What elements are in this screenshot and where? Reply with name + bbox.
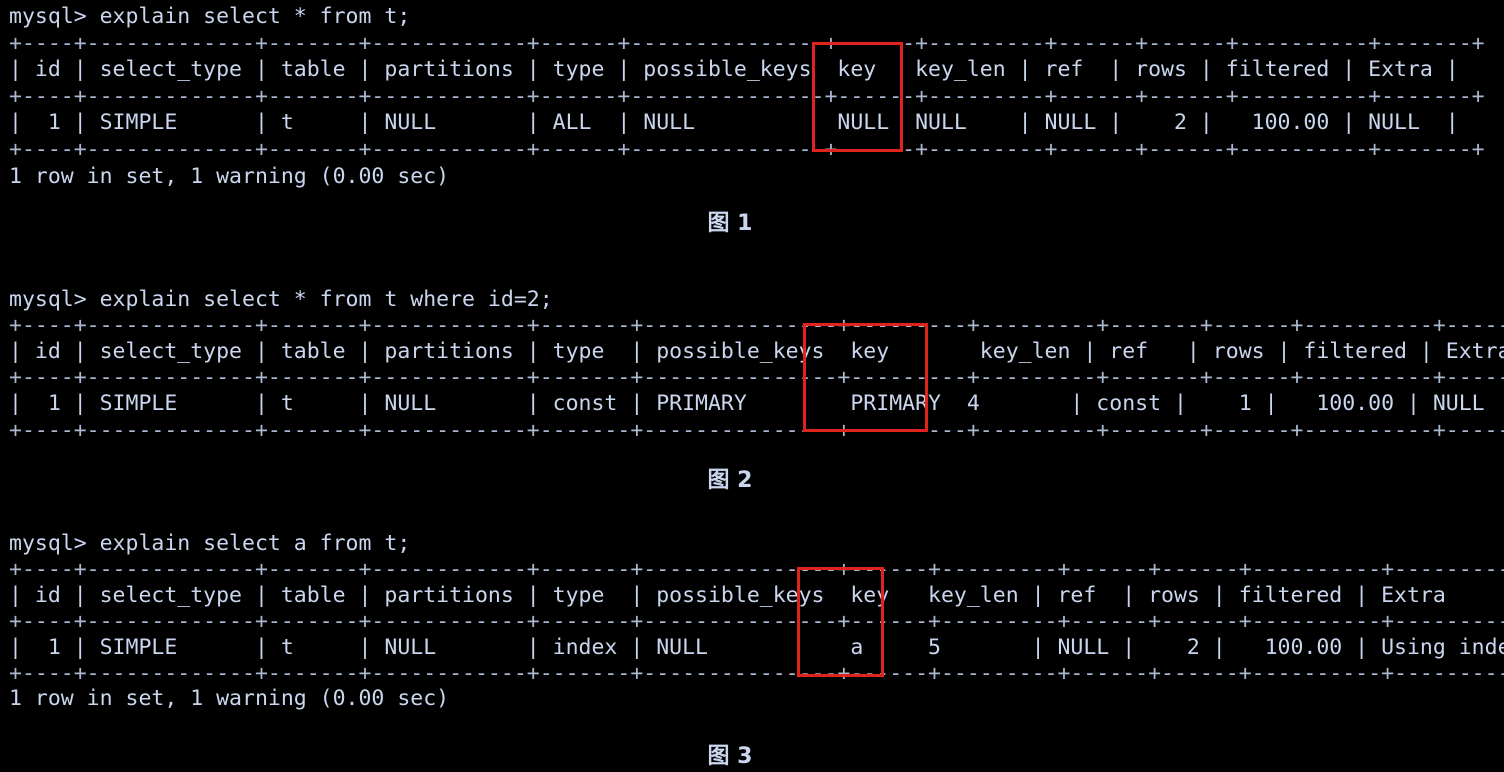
table-header-1: | id | select_type | table | partitions … <box>9 57 1459 82</box>
figure-caption-1: 图 1 <box>707 211 753 236</box>
key-column-highlight-2 <box>803 323 928 432</box>
table-border-mid-2: +----+-------------+-------+------------… <box>9 365 1504 390</box>
command-line-1: mysql> explain select * from t; <box>9 4 411 29</box>
result-footer-3: 1 row in set, 1 warning (0.00 sec) <box>9 686 450 711</box>
table-row-1: | 1 | SIMPLE | t | NULL | ALL | NULL NUL… <box>9 110 1459 135</box>
table-border-top-2: +----+-------------+-------+------------… <box>9 313 1504 338</box>
key-column-highlight-1 <box>812 42 903 152</box>
command-line-2: mysql> explain select * from t where id=… <box>9 287 553 312</box>
table-border-mid-1: +----+-------------+-------+------------… <box>9 84 1485 109</box>
table-border-top-3: +----+-------------+-------+------------… <box>9 557 1504 582</box>
table-border-mid-3: +----+-------------+-------+------------… <box>9 609 1504 634</box>
figure-caption-3: 图 3 <box>707 744 753 769</box>
table-row-3: | 1 | SIMPLE | t | NULL | index | NULL a… <box>9 635 1504 660</box>
command-line-3: mysql> explain select a from t; <box>9 531 411 556</box>
figure-caption-2: 图 2 <box>707 468 753 493</box>
table-row-2: | 1 | SIMPLE | t | NULL | const | PRIMAR… <box>9 391 1504 416</box>
table-border-bottom-2: +----+-------------+-------+------------… <box>9 418 1504 443</box>
key-column-highlight-3 <box>797 567 884 677</box>
table-border-top-1: +----+-------------+-------+------------… <box>9 31 1485 56</box>
result-footer-1: 1 row in set, 1 warning (0.00 sec) <box>9 164 450 189</box>
table-header-3: | id | select_type | table | partitions … <box>9 583 1504 608</box>
table-header-2: | id | select_type | table | partitions … <box>9 339 1504 364</box>
table-border-bottom-3: +----+-------------+-------+------------… <box>9 661 1504 686</box>
table-border-bottom-1: +----+-------------+-------+------------… <box>9 137 1485 162</box>
